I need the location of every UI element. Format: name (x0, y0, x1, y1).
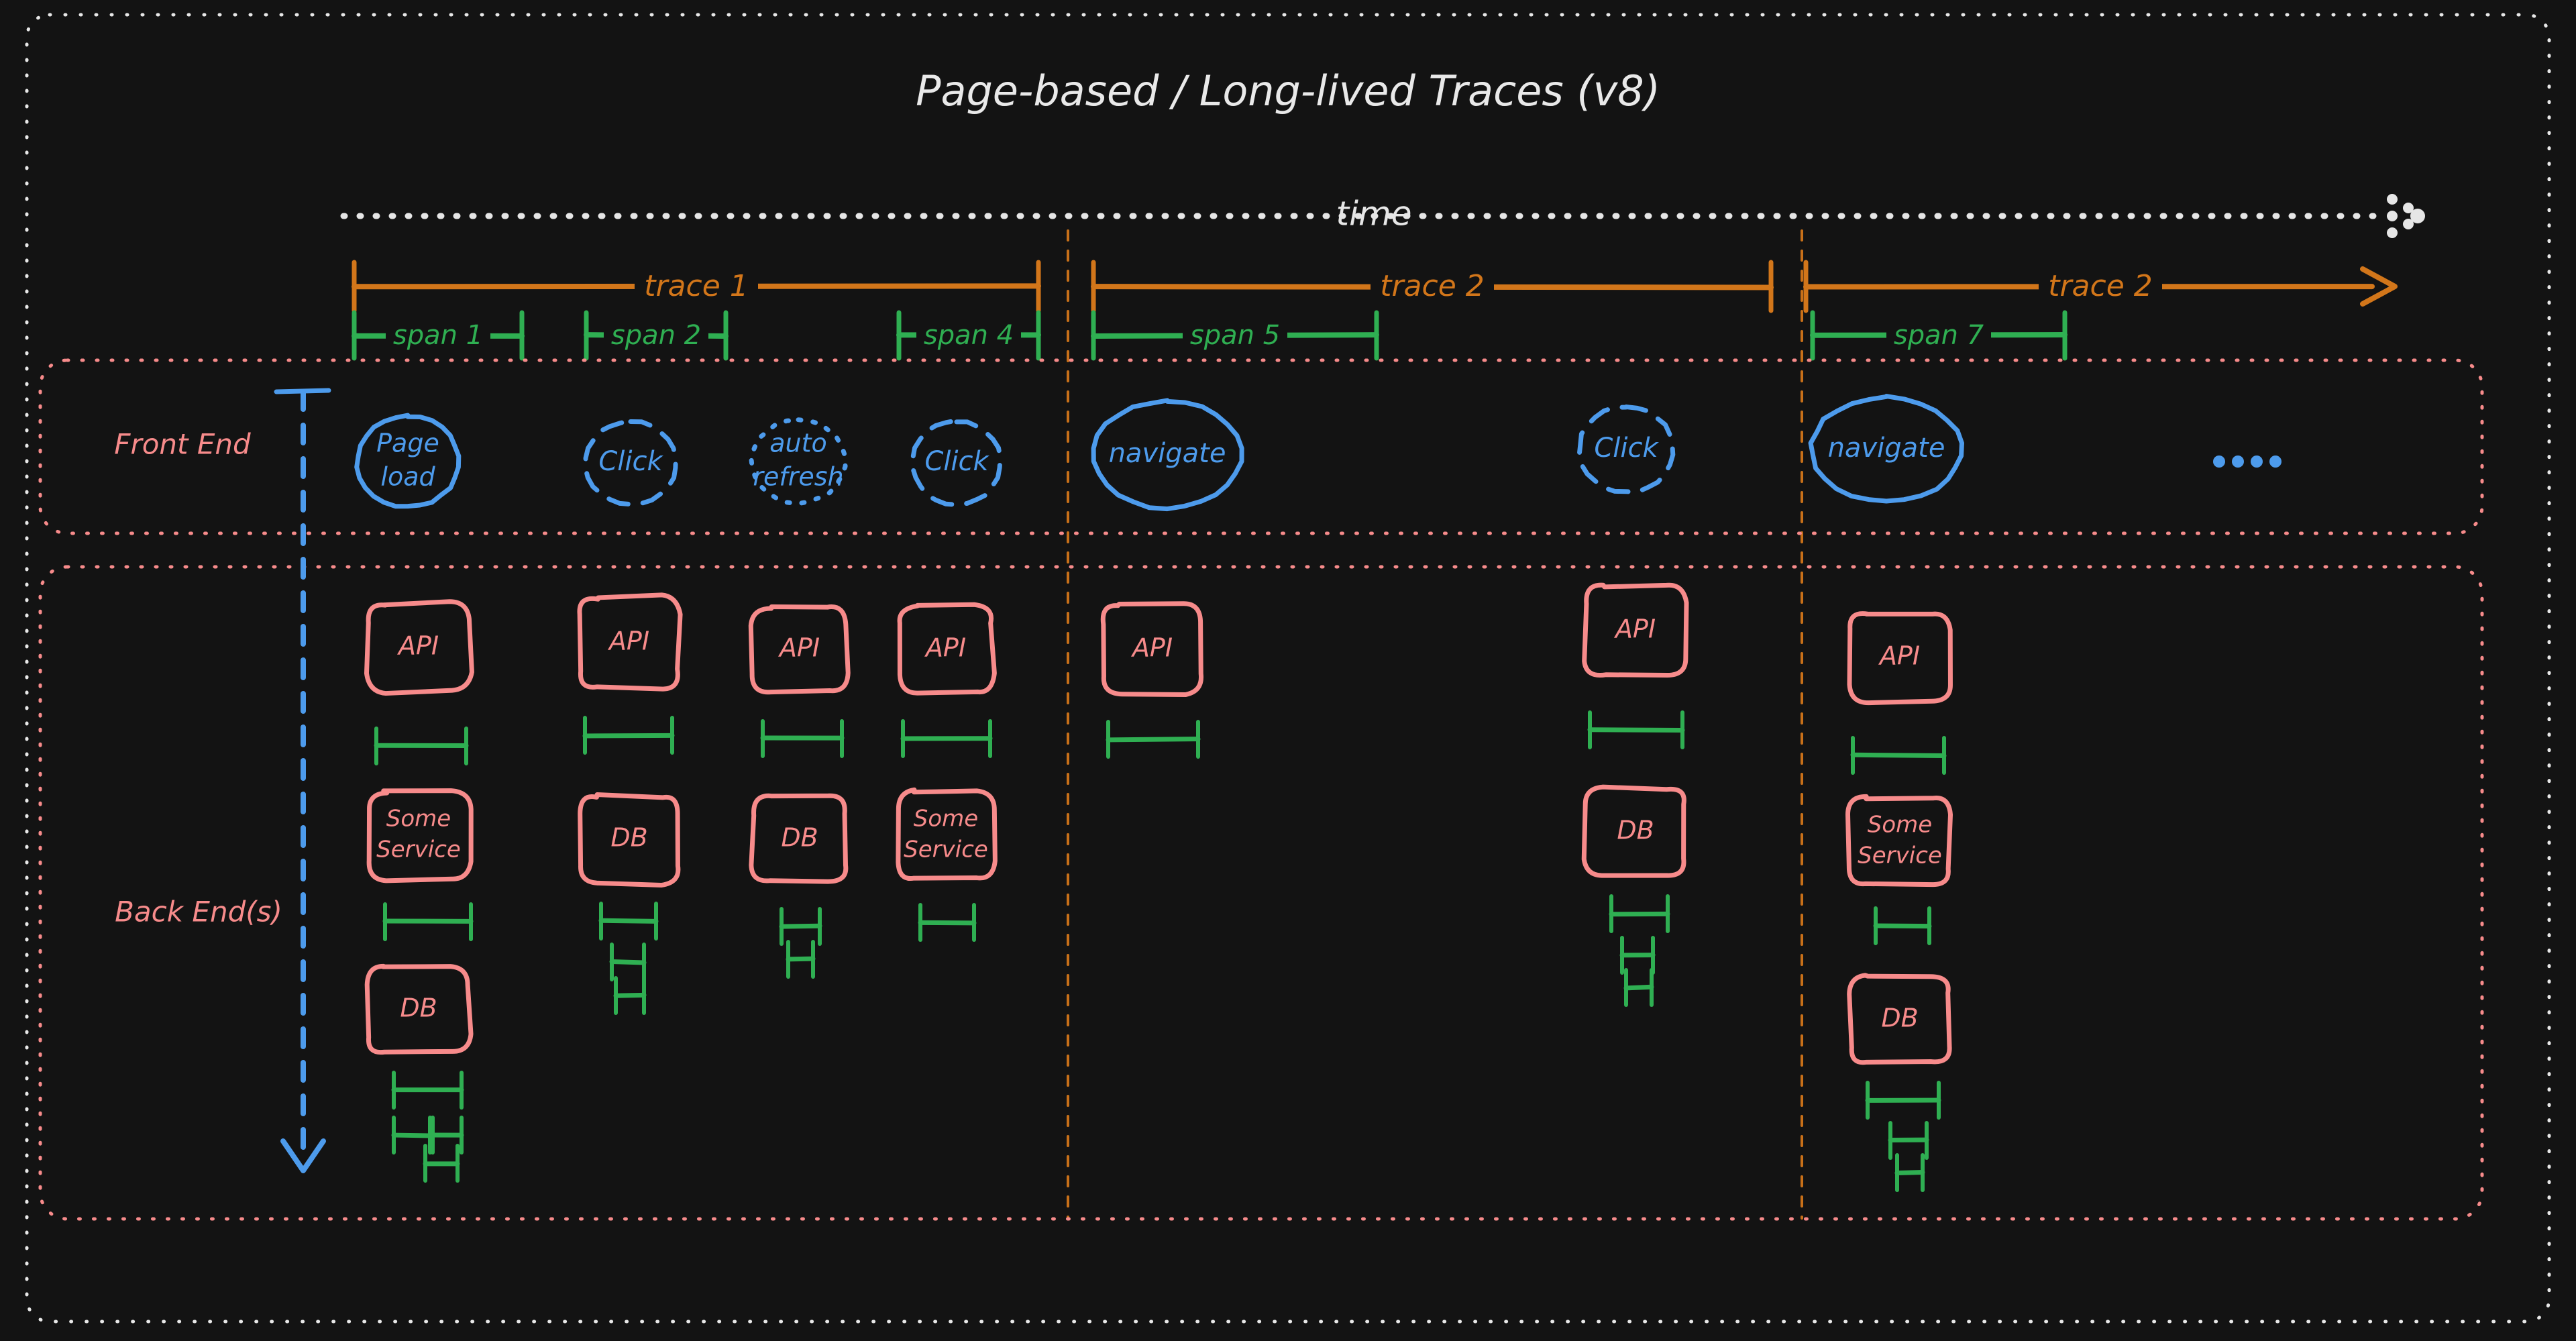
backend-row-label: Back End(s) (115, 896, 282, 928)
backend-node-api[interactable] (1582, 582, 1689, 678)
span-label: span 7 (1894, 320, 1984, 351)
backend-node-label: Some (914, 806, 978, 833)
backend-node-api[interactable] (577, 592, 683, 692)
backend-span-bar[interactable] (391, 1132, 435, 1138)
frontend-node-label: refresh (753, 462, 843, 492)
backend-node-label: DB (1617, 816, 1654, 845)
backend-node-db[interactable] (1847, 973, 1952, 1065)
frontend-node-label: navigate (1828, 433, 1945, 464)
time-axis-label: time (1336, 195, 1412, 233)
backend-node-db[interactable] (578, 792, 681, 888)
backend-node-db[interactable] (749, 793, 849, 884)
backend-node-db[interactable] (364, 963, 474, 1055)
backend-node-label: API (924, 633, 966, 663)
frontend-panel (38, 358, 2484, 535)
frontend-ellipsis-dot (2232, 455, 2244, 468)
backend-span-bar[interactable] (1106, 737, 1201, 743)
frontend-node-click[interactable] (910, 418, 1003, 507)
backend-node-label: API (396, 631, 439, 661)
backend-node-label: DB (781, 823, 818, 853)
backend-node-label: Service (1858, 843, 1942, 869)
backend-node-db[interactable] (1581, 784, 1686, 878)
frontend-node-label: Click (924, 446, 989, 477)
frontend-node-click[interactable] (1576, 405, 1676, 494)
backend-span-bar[interactable] (609, 959, 647, 965)
frontend-node-label: load (380, 462, 435, 492)
backend-node-api[interactable] (897, 602, 997, 696)
backend-node-some-service[interactable] (896, 787, 998, 881)
trace-arrowhead (2360, 266, 2398, 307)
backend-node-label: DB (1881, 1004, 1918, 1033)
page-title: Page-based / Long-lived Traces (v8) (916, 66, 1660, 115)
span-label-bg (916, 317, 1021, 354)
backend-node-label: DB (400, 994, 437, 1023)
outer-frame (25, 13, 2551, 1324)
trace-label: trace 1 (644, 269, 749, 303)
span-label: span 2 (611, 320, 701, 351)
backend-span-bar[interactable] (918, 920, 977, 926)
trace-label-bg (2039, 266, 2162, 307)
backend-node-label: DB (610, 823, 647, 853)
backend-node-api[interactable] (364, 599, 474, 696)
backend-node-label: API (1878, 641, 1920, 671)
backend-node-label: Some (1868, 812, 1932, 839)
trace-label-bg (635, 266, 758, 307)
backend-span-bar[interactable] (1623, 984, 1654, 991)
frontend-node-page-load[interactable] (354, 413, 462, 509)
span-label-bg (604, 317, 708, 354)
trace-label: trace 2 (1380, 269, 1485, 303)
span-label-bg (1886, 317, 1991, 354)
backend-node-api[interactable] (1847, 611, 1953, 706)
span-label: span 5 (1190, 320, 1280, 351)
frontend-node-navigate[interactable] (1808, 394, 1964, 504)
backend-node-label: API (1130, 633, 1173, 663)
backend-span-bar[interactable] (1587, 727, 1685, 733)
frontend-node-auto-refresh[interactable] (749, 417, 848, 506)
backend-node-some-service[interactable] (366, 788, 474, 883)
time-axis-arrow-dot (2403, 203, 2414, 213)
trace-label: trace 2 (2048, 269, 2153, 303)
backend-node-label: API (1613, 614, 1656, 644)
backend-node-label: Some (386, 806, 451, 833)
backend-span-bar[interactable] (613, 992, 647, 998)
span-label: span 1 (393, 320, 483, 351)
time-axis-arrow-dot (2387, 194, 2398, 205)
frontend-node-label: Click (598, 446, 663, 477)
backend-node-label: API (777, 633, 820, 663)
frontend-node-label: Click (1594, 433, 1659, 464)
frontend-node-label: Page (376, 429, 439, 458)
backend-node-some-service[interactable] (1845, 794, 1953, 888)
time-axis-arrow-dot (2403, 219, 2414, 229)
frontend-node-click[interactable] (583, 418, 678, 507)
backend-span-bar[interactable] (598, 918, 659, 924)
time-axis-arrow-dot (2410, 209, 2425, 223)
frontend-node-label: auto (769, 429, 827, 458)
span-label-bg (1183, 317, 1287, 354)
time-axis-arrow-dot (2387, 227, 2398, 238)
frontend-ellipsis-dot (2269, 455, 2282, 468)
trace-label-bg (1371, 266, 1494, 307)
backend-node-label: Service (376, 837, 461, 863)
backend-span-bar[interactable] (582, 733, 675, 739)
frontend-ellipsis-dot (2251, 455, 2263, 468)
backend-node-api[interactable] (748, 604, 851, 695)
frontend-node-navigate[interactable] (1091, 398, 1244, 512)
frontend-node-label: navigate (1109, 438, 1226, 469)
frontend-ellipsis-dot (2213, 455, 2225, 468)
backend-node-label: API (607, 627, 649, 656)
span-label-bg (386, 317, 490, 354)
backend-node-label: Service (904, 837, 988, 863)
backend-node-api[interactable] (1100, 601, 1204, 698)
causality-arrowhead (280, 1138, 326, 1173)
frontend-row-label: Front End (114, 428, 251, 461)
time-axis-arrow-dot (2387, 211, 2398, 221)
span-label: span 4 (924, 320, 1014, 351)
backend-panel (38, 565, 2484, 1221)
